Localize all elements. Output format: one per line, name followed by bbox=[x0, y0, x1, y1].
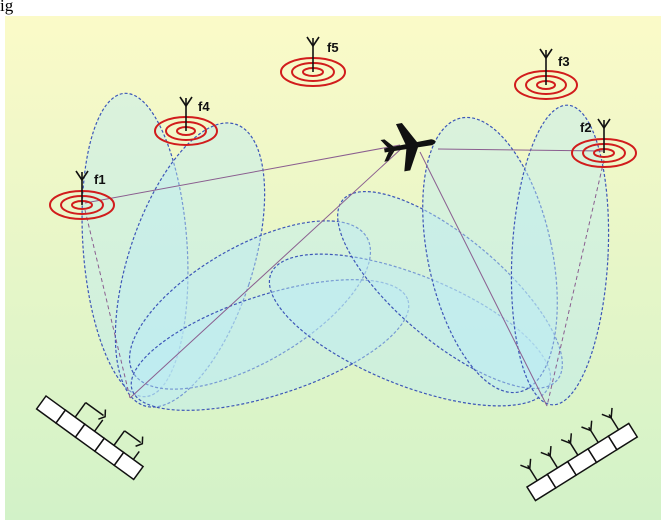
link-line bbox=[84, 144, 401, 204]
beam-lobe bbox=[337, 190, 563, 390]
link-line bbox=[419, 151, 548, 407]
beam-lobe bbox=[114, 122, 266, 408]
antenna-array-icon bbox=[35, 394, 145, 481]
frequency-label-f4: f4 bbox=[198, 99, 210, 114]
transmitter-f5: f5 bbox=[280, 36, 346, 87]
beam-lobe bbox=[130, 279, 410, 411]
radio-antenna-icon bbox=[597, 118, 611, 153]
frequency-label-f2: f2 bbox=[580, 120, 592, 135]
figure-caption-fragment: ig bbox=[0, 0, 14, 15]
aircraft-icon bbox=[380, 123, 436, 172]
beam-lobe bbox=[81, 92, 189, 398]
beam-lobe bbox=[510, 104, 610, 406]
transmitter-f4: f4 bbox=[154, 96, 218, 146]
radio-antenna-icon bbox=[75, 170, 89, 205]
diagram-background bbox=[5, 16, 661, 520]
link-line bbox=[84, 209, 131, 399]
radio-antenna-icon bbox=[539, 48, 553, 85]
link-line bbox=[437, 148, 604, 152]
beam-lobe bbox=[422, 116, 558, 394]
link-line bbox=[129, 147, 403, 399]
link-lines bbox=[84, 144, 605, 407]
beam-lobe bbox=[128, 220, 372, 390]
antenna-array-icon bbox=[520, 407, 639, 502]
radio-antenna-icon bbox=[306, 36, 320, 72]
beam-lobes bbox=[81, 92, 610, 411]
transmitter-f1: f1 bbox=[49, 170, 115, 220]
frequency-label-f5: f5 bbox=[327, 40, 339, 55]
frequency-label-f3: f3 bbox=[558, 54, 570, 69]
link-line bbox=[546, 159, 605, 407]
frequency-label-f1: f1 bbox=[94, 172, 106, 187]
transmitter-f2: f2 bbox=[571, 118, 637, 168]
radio-antenna-icon bbox=[179, 96, 193, 131]
transmitter-f3: f3 bbox=[514, 48, 578, 100]
